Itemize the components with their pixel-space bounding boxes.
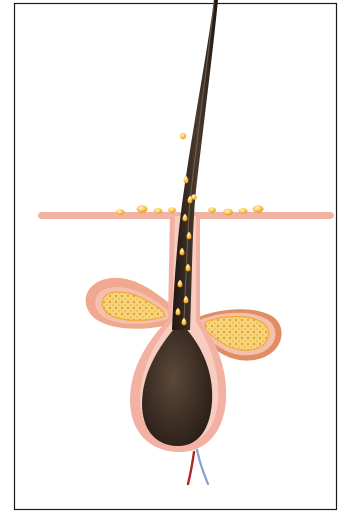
blood-vessel-red bbox=[188, 452, 194, 484]
sebum-droplet bbox=[208, 207, 216, 212]
sebum-droplet bbox=[168, 207, 176, 212]
sebum-droplet bbox=[239, 208, 248, 214]
sebaceous-gland-left bbox=[86, 278, 178, 329]
sebum-droplet bbox=[116, 209, 125, 215]
sebum-droplet bbox=[137, 205, 148, 212]
blood-vessel-blue bbox=[197, 450, 208, 484]
sebum-droplet bbox=[253, 205, 264, 212]
sebum-droplet bbox=[223, 209, 233, 216]
sebum-droplet bbox=[154, 208, 163, 214]
